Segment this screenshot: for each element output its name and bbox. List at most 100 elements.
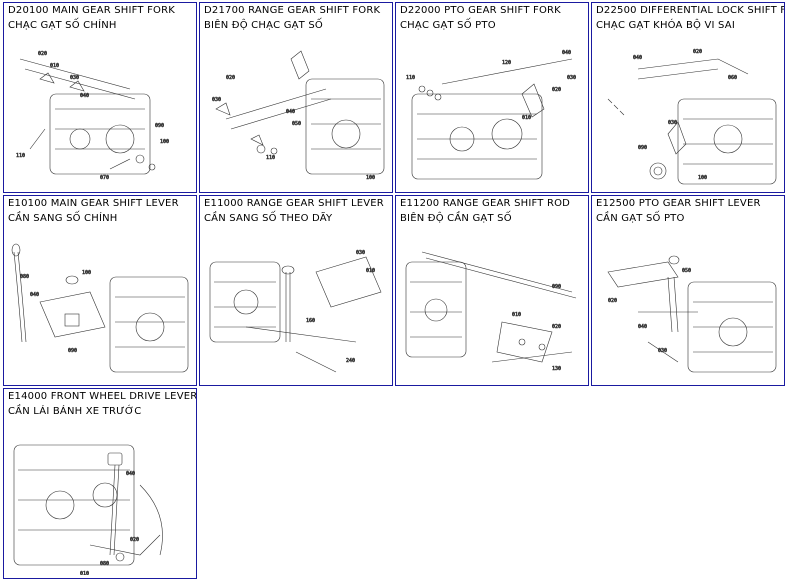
section-cell-d20100[interactable]: D20100 MAIN GEAR SHIFT FORK CHẠC GẠT SỐ … — [3, 2, 197, 193]
section-title: E11000 RANGE GEAR SHIFT LEVER — [204, 198, 384, 209]
svg-text:160: 160 — [306, 318, 315, 324]
svg-text:070: 070 — [100, 175, 109, 181]
svg-text:040: 040 — [638, 324, 647, 330]
section-cell-d21700[interactable]: D21700 RANGE GEAR SHIFT FORK BIÊN ĐỘ CHẠ… — [199, 2, 393, 193]
svg-text:130: 130 — [552, 366, 561, 372]
section-name-vi: CẦN SANG SỐ THEO DÃY — [204, 213, 333, 224]
svg-text:040: 040 — [286, 109, 295, 115]
section-code: D22000 — [400, 5, 441, 16]
svg-text:120: 120 — [502, 60, 511, 66]
pto-gear-shift-fork-diagram-icon[interactable]: 120 040 030 020 110 010 — [402, 39, 584, 189]
svg-text:080: 080 — [20, 274, 29, 280]
section-code: E14000 — [8, 391, 48, 402]
svg-text:040: 040 — [30, 292, 39, 298]
svg-text:020: 020 — [608, 298, 617, 304]
svg-text:050: 050 — [292, 121, 301, 127]
svg-text:020: 020 — [38, 51, 47, 57]
section-title: E14000 FRONT WHEEL DRIVE LEVER — [8, 391, 197, 402]
section-code: E12500 — [596, 198, 636, 209]
section-name-vi: CẦN LÁI BÁNH XE TRƯỚC — [8, 406, 142, 417]
svg-text:010: 010 — [366, 268, 375, 274]
svg-text:050: 050 — [682, 268, 691, 274]
range-gear-shift-fork-diagram-icon[interactable]: 020 030 040 050 110 100 — [206, 39, 388, 189]
svg-text:110: 110 — [16, 153, 25, 159]
front-wheel-drive-lever-diagram-icon[interactable]: 040 020 080 010 — [10, 425, 192, 575]
section-cell-e11200[interactable]: E11200 RANGE GEAR SHIFT ROD BIÊN ĐỘ CẦN … — [395, 195, 589, 386]
svg-text:240: 240 — [346, 358, 355, 364]
svg-text:100: 100 — [82, 270, 91, 276]
svg-text:030: 030 — [356, 250, 365, 256]
range-gear-shift-rod-diagram-icon[interactable]: 090 010 020 130 — [402, 232, 584, 382]
main-gear-shift-lever-diagram-icon[interactable]: 080 040 100 090 — [10, 232, 192, 382]
section-name-en: DIFFERENTIAL LOCK SHIFT FOR — [640, 5, 784, 16]
section-code: D21700 — [204, 5, 245, 16]
section-cell-e14000[interactable]: E14000 FRONT WHEEL DRIVE LEVER CẦN LÁI B… — [3, 388, 197, 579]
svg-text:010: 010 — [512, 312, 521, 318]
section-name-en: RANGE GEAR SHIFT LEVER — [246, 198, 384, 209]
svg-text:020: 020 — [552, 324, 561, 330]
svg-text:090: 090 — [68, 348, 77, 354]
svg-text:100: 100 — [698, 175, 707, 181]
section-title: D20100 MAIN GEAR SHIFT FORK — [8, 5, 175, 16]
svg-text:010: 010 — [80, 571, 89, 575]
section-title: D22500 DIFFERENTIAL LOCK SHIFT FOR — [596, 5, 784, 16]
svg-text:020: 020 — [226, 75, 235, 81]
section-name-vi: BIÊN ĐỘ CẦN GẠT SỐ — [400, 213, 512, 224]
section-code: E11000 — [204, 198, 244, 209]
section-name-vi: CẦN SANG SỐ CHÍNH — [8, 213, 118, 224]
svg-text:020: 020 — [130, 537, 139, 543]
section-title: E11200 RANGE GEAR SHIFT ROD — [400, 198, 570, 209]
svg-text:030: 030 — [668, 120, 677, 126]
differential-lock-shift-diagram-icon[interactable]: 040 020 060 030 090 100 — [598, 39, 780, 189]
section-code: D22500 — [596, 5, 637, 16]
svg-text:030: 030 — [658, 348, 667, 354]
section-title: D22000 PTO GEAR SHIFT FORK — [400, 5, 561, 16]
svg-text:090: 090 — [552, 284, 561, 290]
section-name-vi: CẦN GẠT SỐ PTO — [596, 213, 685, 224]
svg-text:020: 020 — [693, 49, 702, 55]
section-cell-e10100[interactable]: E10100 MAIN GEAR SHIFT LEVER CẦN SANG SỐ… — [3, 195, 197, 386]
section-cell-d22000[interactable]: D22000 PTO GEAR SHIFT FORK CHẠC GẠT SỐ P… — [395, 2, 589, 193]
section-title: D21700 RANGE GEAR SHIFT FORK — [204, 5, 380, 16]
svg-text:040: 040 — [126, 471, 135, 477]
svg-text:110: 110 — [266, 155, 275, 161]
svg-text:090: 090 — [638, 145, 647, 151]
section-name-en: MAIN GEAR SHIFT FORK — [52, 5, 176, 16]
section-name-en: RANGE GEAR SHIFT ROD — [442, 198, 571, 209]
svg-text:010: 010 — [50, 63, 59, 69]
section-name-en: PTO GEAR SHIFT LEVER — [638, 198, 761, 209]
svg-text:040: 040 — [562, 50, 571, 56]
section-cell-e11000[interactable]: E11000 RANGE GEAR SHIFT LEVER CẦN SANG S… — [199, 195, 393, 386]
section-name-en: FRONT WHEEL DRIVE LEVER — [50, 391, 197, 402]
section-code: D20100 — [8, 5, 49, 16]
section-name-en: PTO GEAR SHIFT FORK — [444, 5, 561, 16]
section-cell-d22500[interactable]: D22500 DIFFERENTIAL LOCK SHIFT FOR CHẠC … — [591, 2, 785, 193]
svg-text:010: 010 — [522, 115, 531, 121]
svg-text:090: 090 — [155, 123, 164, 129]
svg-text:040: 040 — [80, 93, 89, 99]
svg-text:110: 110 — [406, 75, 415, 81]
section-cell-e12500[interactable]: E12500 PTO GEAR SHIFT LEVER CẦN GẠT SỐ P… — [591, 195, 785, 386]
section-code: E10100 — [8, 198, 48, 209]
svg-text:030: 030 — [70, 75, 79, 81]
svg-text:020: 020 — [552, 87, 561, 93]
pto-gear-shift-lever-diagram-icon[interactable]: 020 050 040 030 — [598, 232, 780, 382]
section-name-vi: CHẠC GẠT KHÓA BỘ VI SAI — [596, 20, 735, 31]
svg-text:100: 100 — [366, 175, 375, 181]
section-name-vi: BIÊN ĐỘ CHẠC GẠT SỐ — [204, 20, 323, 31]
svg-text:040: 040 — [633, 55, 642, 61]
section-name-en: MAIN GEAR SHIFT LEVER — [50, 198, 179, 209]
svg-text:030: 030 — [212, 97, 221, 103]
range-gear-shift-lever-diagram-icon[interactable]: 030 010 160 240 — [206, 232, 388, 382]
section-name-en: RANGE GEAR SHIFT FORK — [248, 5, 381, 16]
section-code: E11200 — [400, 198, 440, 209]
svg-text:100: 100 — [160, 139, 169, 145]
section-title: E12500 PTO GEAR SHIFT LEVER — [596, 198, 761, 209]
svg-text:030: 030 — [567, 75, 576, 81]
section-title: E10100 MAIN GEAR SHIFT LEVER — [8, 198, 179, 209]
section-name-vi: CHẠC GẠT SỐ CHÍNH — [8, 20, 117, 31]
section-name-vi: CHẠC GẠT SỐ PTO — [400, 20, 496, 31]
svg-text:080: 080 — [100, 561, 109, 567]
svg-text:060: 060 — [728, 75, 737, 81]
